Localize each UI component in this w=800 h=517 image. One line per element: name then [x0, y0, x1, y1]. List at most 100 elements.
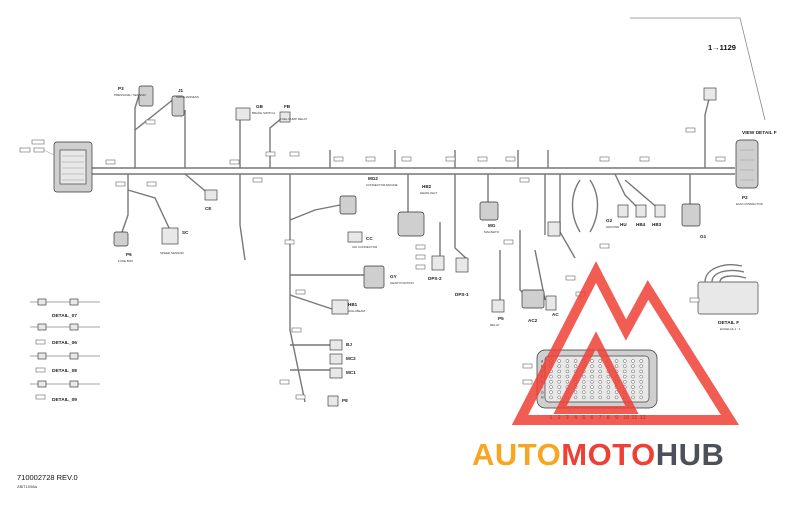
mg-label: MG	[488, 223, 496, 228]
part-number: 710002728 REV.0	[17, 473, 78, 482]
p5-desc: RELAY	[490, 323, 500, 327]
dps2-connector[interactable]	[431, 255, 445, 271]
ecm-pin	[565, 364, 570, 368]
ecm-pin	[549, 380, 553, 384]
p6-desc: FUSE BOX	[118, 259, 133, 263]
hb1-label: HB1	[348, 302, 358, 307]
ecm-pin	[606, 380, 611, 384]
hu-label: HU	[620, 222, 627, 227]
p2-connector[interactable]	[735, 139, 759, 189]
ecm-pin	[639, 385, 643, 389]
fb-label: FB	[284, 104, 291, 109]
fb-desc: FUEL PUMP RELAY	[280, 117, 307, 121]
ecm-pin	[639, 390, 643, 394]
detail-f-reference[interactable]: VIEW DETAIL F	[742, 130, 777, 136]
watermark-text: AUTOMOTOHUB	[472, 437, 724, 472]
p6-connector[interactable]	[113, 231, 129, 247]
hb2-label: HB2	[422, 184, 432, 189]
ecm-pin	[590, 395, 594, 400]
g2-connector[interactable]	[547, 221, 561, 237]
p5-connector[interactable]	[491, 299, 505, 313]
ecm-pin	[582, 390, 586, 394]
p3-label: P3	[118, 86, 124, 91]
ecm-pin	[573, 364, 578, 368]
hb3-label: HB3	[652, 222, 662, 227]
cc-desc: CDI CONNECTOR	[352, 245, 378, 249]
ecm-row-letter: H	[541, 396, 544, 400]
ac-module[interactable]	[521, 289, 545, 309]
g2-label: G2	[606, 218, 613, 223]
ecm-pin	[557, 380, 561, 384]
detail-f-drawing	[697, 281, 759, 315]
p2-top-connector[interactable]	[703, 87, 717, 101]
ce-connector[interactable]	[204, 189, 218, 201]
sc-desc: SPEED SENSOR	[160, 251, 185, 255]
wire-tags	[35, 119, 726, 400]
dps1-connector[interactable]	[455, 257, 469, 273]
sheet-code: ZBIT1098a	[17, 484, 38, 489]
ecm-pin	[582, 374, 586, 379]
ac-connector[interactable]	[545, 295, 557, 311]
ecm-pin	[623, 369, 627, 374]
g1-label: G1	[700, 234, 707, 239]
ecm-pin	[565, 374, 570, 379]
sc-label: SC	[182, 230, 189, 235]
hb3-connector[interactable]	[654, 204, 666, 218]
ecm-pin	[623, 359, 627, 363]
mg-connector[interactable]	[479, 201, 499, 221]
j1-connector[interactable]	[171, 95, 185, 117]
p3-connector[interactable]	[138, 85, 154, 107]
sc-connector[interactable]	[161, 227, 179, 245]
ecm-pin	[598, 385, 602, 389]
ecm-pin	[590, 364, 594, 368]
ecm-pin	[557, 374, 561, 379]
hb4-connector[interactable]	[635, 204, 647, 218]
p5-label: P5	[498, 316, 504, 321]
hb2-desc: HEADLIGHT	[420, 191, 437, 195]
mg2-connector[interactable]	[339, 195, 357, 215]
ecm-pin	[573, 390, 578, 394]
ecm-pin	[557, 390, 561, 394]
cc-connector[interactable]	[347, 231, 363, 243]
bj-connector[interactable]	[329, 339, 343, 351]
ecm-pin	[623, 374, 627, 379]
ecm-pin	[549, 390, 553, 394]
detail-06-label: DETAIL_06	[52, 340, 77, 346]
detail-07-drawing	[30, 298, 100, 306]
mc1-connector[interactable]	[329, 367, 343, 379]
ecm-pin	[557, 364, 561, 368]
ecm-pin	[606, 374, 611, 379]
g1-connector[interactable]	[681, 203, 701, 227]
ecm-pin	[631, 369, 635, 374]
ecm-pin	[639, 380, 643, 384]
ecm-pin	[598, 395, 602, 400]
ecm-pin	[557, 369, 561, 374]
p8-connector[interactable]	[327, 395, 339, 407]
ecm-pin	[606, 390, 611, 394]
gb-connector[interactable]	[235, 107, 251, 121]
gy-connector[interactable]	[363, 265, 385, 289]
ecm-pin	[590, 390, 594, 394]
hb1-connector[interactable]	[331, 299, 349, 315]
ecm-pin	[557, 359, 561, 363]
g2-desc: GROUND	[606, 225, 620, 229]
mc2-connector[interactable]	[329, 353, 343, 365]
ecm-pin	[606, 385, 611, 389]
hu-connector[interactable]	[617, 204, 629, 218]
ecm-pin	[639, 395, 643, 400]
hb2-connector[interactable]	[397, 211, 425, 237]
ecm-pin	[598, 390, 602, 394]
page-reference[interactable]: 1→1129	[708, 43, 736, 52]
fb-connector[interactable]	[279, 111, 291, 123]
ecm-pin	[549, 374, 553, 379]
detail-08-drawing	[30, 352, 100, 360]
left-fuse-box-face	[59, 149, 87, 185]
watermark-part-hub: HUB	[656, 437, 725, 472]
watermark-part-auto: AUTO	[472, 437, 561, 472]
j1-desc: MAIN HARNESS	[176, 95, 199, 99]
detail-08-label: DETAIL_08	[52, 368, 77, 374]
gb-label: GB	[256, 104, 264, 109]
p6-label: P6	[126, 252, 132, 257]
